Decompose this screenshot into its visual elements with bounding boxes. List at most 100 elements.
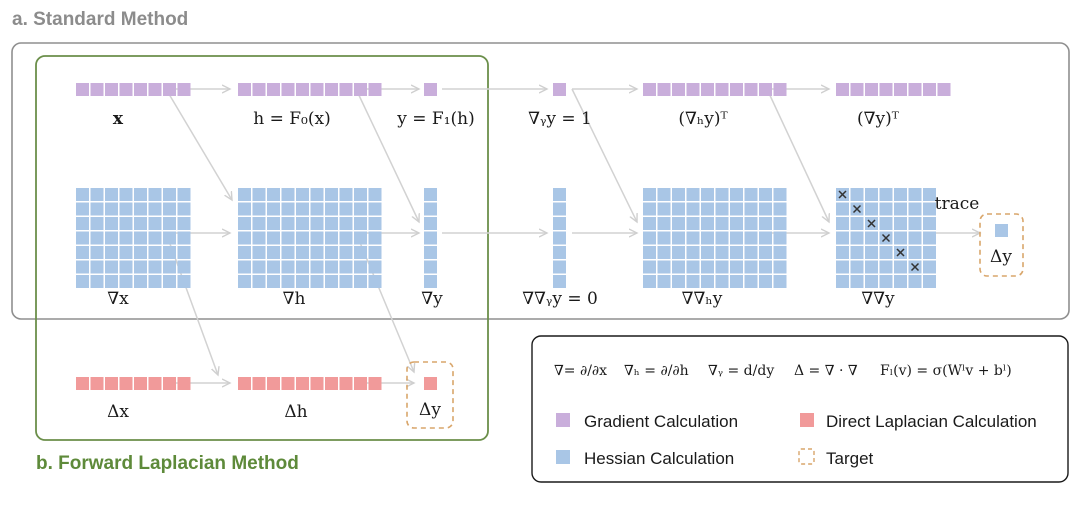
cell (105, 188, 118, 201)
legend-label-direct: Direct Laplacian Calculation (826, 412, 1037, 431)
cell (325, 246, 338, 259)
cell (744, 188, 758, 201)
cell (134, 246, 147, 259)
formula-nabla: ∇= ∂/∂x (554, 363, 607, 379)
diagonal-x-mark (910, 262, 920, 272)
cell (134, 275, 147, 288)
cell (354, 275, 367, 288)
cell (730, 275, 743, 288)
cell (119, 275, 133, 288)
cell (310, 217, 324, 230)
cell (252, 260, 266, 274)
cell (553, 246, 566, 259)
cell (267, 83, 280, 96)
cell (686, 202, 700, 216)
cell (836, 275, 849, 288)
cell (553, 275, 566, 288)
cell (310, 260, 324, 274)
cell (119, 260, 133, 274)
cell (134, 377, 147, 390)
cell (672, 217, 685, 230)
cell (744, 83, 758, 96)
cell (105, 217, 118, 230)
cell (90, 260, 104, 274)
cell-matrices (76, 83, 1008, 390)
cell (879, 260, 893, 274)
label-y-eq: y = F₁(h) (396, 109, 474, 129)
standard-method-frame (11, 42, 1070, 320)
cell (865, 188, 878, 201)
cell (368, 260, 382, 274)
cell (119, 188, 133, 201)
cell (368, 231, 382, 245)
cell (553, 260, 566, 274)
cell (281, 202, 295, 216)
cell (686, 231, 700, 245)
cell (119, 246, 133, 259)
cell (325, 83, 338, 96)
cell (368, 83, 382, 96)
legend-label-gradient: Gradient Calculation (584, 412, 738, 431)
cell (672, 231, 685, 245)
cell (923, 246, 936, 259)
cell (836, 83, 849, 96)
cell (119, 231, 133, 245)
cell (267, 217, 280, 230)
cell (908, 188, 922, 201)
cell (252, 275, 266, 288)
cell (252, 202, 266, 216)
cell (908, 246, 922, 259)
cell (252, 231, 266, 245)
cell (865, 202, 878, 216)
cell (163, 83, 176, 96)
cell (657, 217, 671, 230)
cell (296, 246, 309, 259)
label-nabla-nabla-h-y: ∇∇ₕy (682, 289, 723, 309)
cell (296, 377, 309, 390)
cell (836, 231, 849, 245)
cell (296, 188, 309, 201)
cell (90, 231, 104, 245)
cell (759, 260, 772, 274)
cell (148, 275, 162, 288)
cell (119, 202, 133, 216)
cell (424, 275, 437, 288)
cell (879, 83, 893, 96)
cell (354, 83, 367, 96)
label-h-eq: h = F₀(x) (253, 109, 330, 129)
cell (730, 217, 743, 230)
forward-method-frame (35, 55, 489, 441)
cell (672, 260, 685, 274)
label-delta-x: Δx (107, 402, 129, 422)
direct-legend-swatch (800, 413, 814, 427)
cell (908, 275, 922, 288)
cell (657, 188, 671, 201)
legend-label-target: Target (826, 449, 874, 468)
cell (148, 377, 162, 390)
cell (90, 217, 104, 230)
cell (908, 202, 922, 216)
cell (686, 275, 700, 288)
cell (238, 231, 251, 245)
x-vector (76, 83, 191, 96)
cell (148, 260, 162, 274)
cell (325, 202, 338, 216)
cell (76, 83, 89, 96)
cell (657, 246, 671, 259)
label-x: x (113, 109, 124, 129)
diagonal-x-mark (852, 204, 862, 214)
cell (325, 188, 338, 201)
cell (339, 275, 353, 288)
cell (281, 217, 295, 230)
cell (643, 275, 656, 288)
cell (296, 260, 309, 274)
label-nabla-y: ∇y (421, 289, 443, 309)
cell (267, 377, 280, 390)
cell (836, 246, 849, 259)
cell (643, 246, 656, 259)
label-grad-y-y: ∇ᵧy = 1 (528, 109, 592, 129)
cell (163, 377, 176, 390)
cell (424, 217, 437, 230)
cell (76, 202, 89, 216)
cell (177, 246, 191, 259)
